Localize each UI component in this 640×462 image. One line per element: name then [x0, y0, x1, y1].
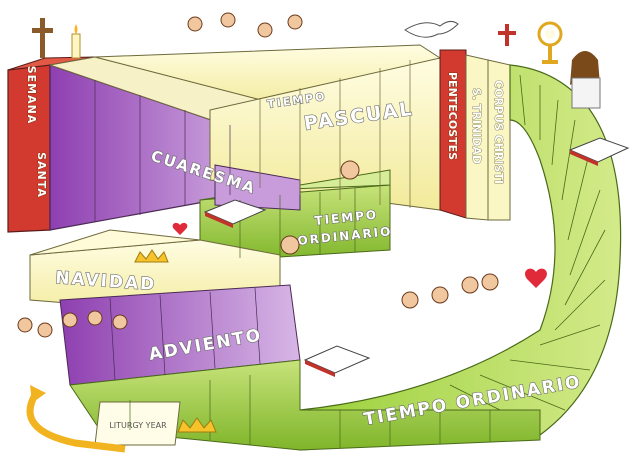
corpus-christi-label: CORPUS CHRISTI [492, 80, 505, 184]
bible-icon [568, 137, 630, 166]
candle-icon [71, 24, 81, 59]
people-group-left [17, 310, 128, 338]
corpus-christi-block [487, 59, 511, 221]
start-sign-text: LITURGY YEAR [109, 421, 167, 430]
semana-label: SEMANA [25, 66, 38, 125]
bible-icon-lower [303, 345, 371, 377]
crown-icon [134, 249, 169, 263]
heart-icon-2 [172, 222, 188, 235]
dove-icon [404, 20, 459, 38]
people-group-top [187, 12, 303, 38]
pentecostes-label: PENTECOSTES [446, 72, 459, 160]
heart-icon [525, 268, 547, 288]
bible-icon-middle [203, 199, 267, 228]
jesus-figure-icon [570, 51, 601, 109]
monstrance-icon [537, 21, 563, 64]
figure-green-area [280, 160, 360, 255]
cross-icon [32, 18, 53, 58]
trinidad-label: S. TRINIDAD [470, 88, 483, 164]
people-group-middle-right [401, 273, 499, 309]
santa-label: SANTA [35, 152, 48, 198]
small-cross-icon [498, 24, 516, 46]
crown-icon-bottom [177, 417, 217, 433]
arrow-icon [26, 385, 126, 453]
start-sign [94, 401, 181, 446]
